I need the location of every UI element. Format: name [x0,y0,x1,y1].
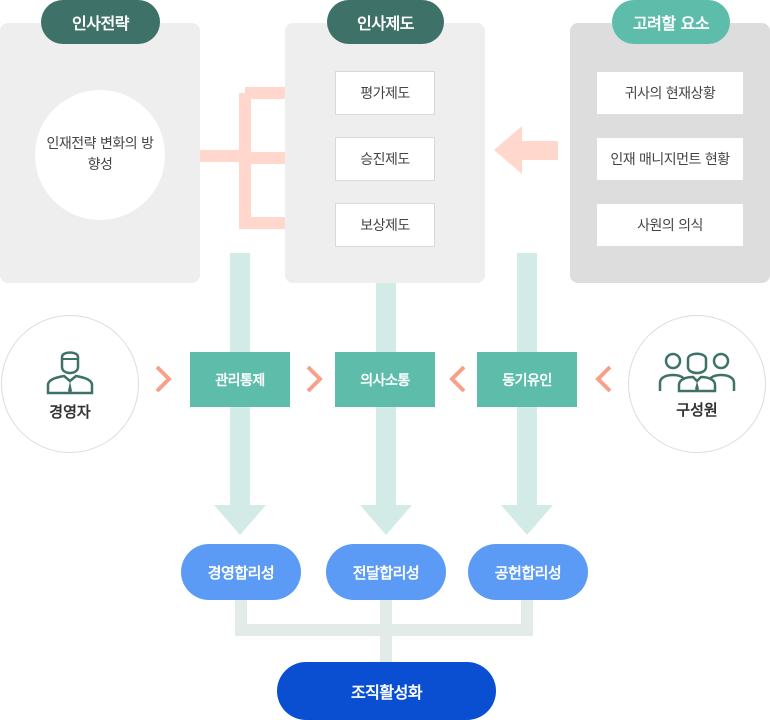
members-label: 구성원 [676,400,718,419]
manager-label: 경영자 [49,402,91,421]
middle-motivation: 동기유인 [477,352,577,407]
system-item-promotion: 승진제도 [335,137,435,181]
middle-control: 관리통제 [190,352,290,407]
outcome-delivery: 전달합리성 [326,544,446,600]
strategy-header: 인사전략 [41,0,160,44]
flow-arrow-right [501,505,553,535]
merge-connector [235,596,533,662]
flow-arrow-left [214,505,266,535]
system-header: 인사제도 [327,0,444,44]
members-icon [658,352,736,392]
factors-item-current: 귀사의 현재상황 [597,72,743,114]
outcome-management: 경영합리성 [181,544,301,600]
factors-arrow [494,126,558,174]
strategy-circle: 인재전략 변화의 방향성 [35,90,165,220]
outcome-contribution: 공헌합리성 [468,544,588,600]
members-circle: 구성원 [628,315,766,453]
middle-communication: 의사소통 [335,352,435,407]
final-result: 조직활성화 [277,662,496,720]
system-item-compensation: 보상제도 [335,203,435,247]
manager-icon [46,350,94,394]
chevron-right-1 [155,365,172,393]
factors-item-talent: 인재 매니지먼트 현황 [597,138,743,180]
manager-circle: 경영자 [1,315,139,453]
flow-arrow-center [360,505,412,535]
factors-header: 고려할 요소 [612,0,730,44]
chevron-left-2 [595,365,612,393]
chevron-left-1 [449,365,466,393]
system-item-evaluation: 평가제도 [335,71,435,115]
strategy-circle-text: 인재전략 변화의 방향성 [46,136,154,173]
factors-item-awareness: 사원의 의식 [597,204,743,246]
chevron-right-2 [306,365,323,393]
